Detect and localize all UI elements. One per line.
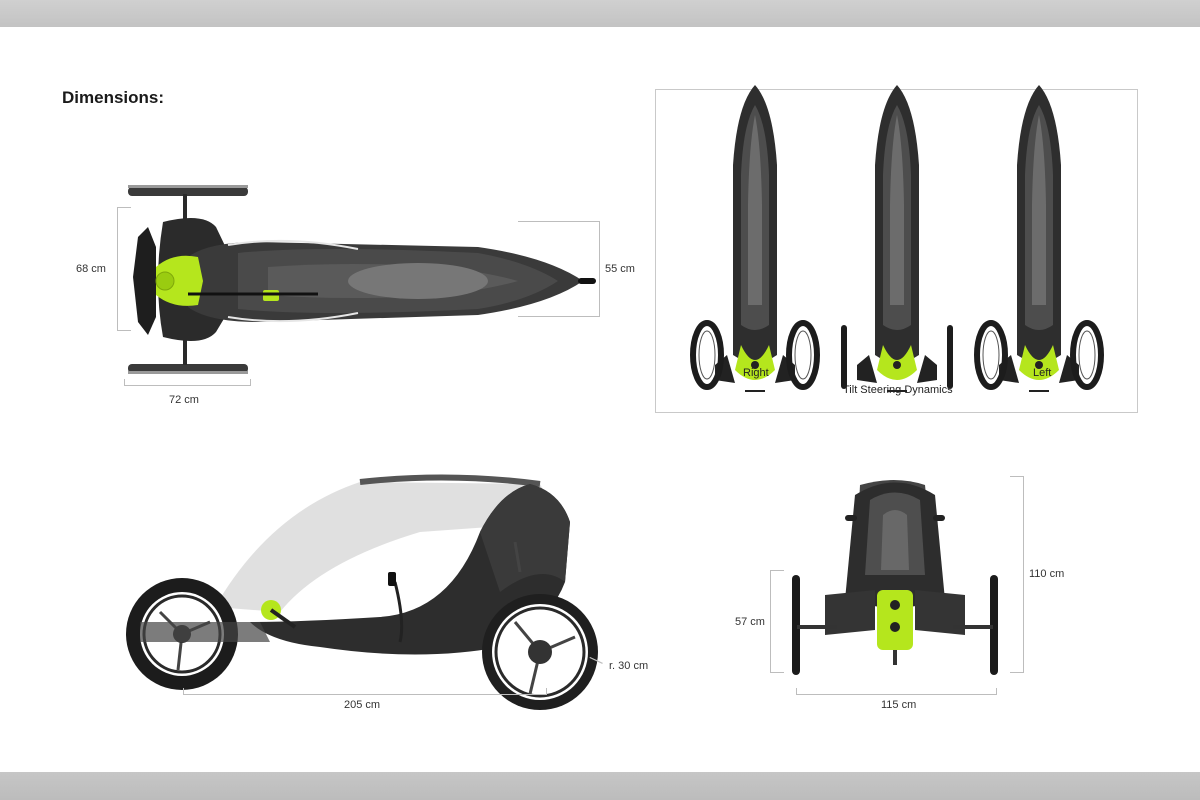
side-length-label: 205 cm (344, 699, 381, 711)
side-length-dim-line (183, 694, 547, 695)
front-right-wheel (990, 575, 998, 675)
front-view-illustration (792, 480, 998, 675)
front-height-label: 110 cm (1029, 568, 1065, 580)
front-width-label: 115 cm (881, 699, 917, 711)
top-front-wheel-lower (128, 364, 248, 373)
top-frame-band (0, 0, 1200, 27)
tilt-right-label: Right (743, 367, 769, 379)
top-nose-dim-line (599, 221, 600, 316)
tilt-right-vehicle (690, 84, 820, 392)
top-width-dim-line (117, 207, 118, 330)
front-accent-panel (877, 590, 913, 650)
top-view-illustration (128, 185, 596, 374)
top-nose-label: 55 cm (605, 263, 635, 275)
page-title: Dimensions: (62, 88, 165, 107)
side-view-illustration (126, 474, 598, 710)
tilt-left-label: Left (1033, 367, 1052, 379)
front-axle-height-label: 57 cm (735, 616, 765, 628)
wheel-radius-label: r. 30 cm (609, 660, 649, 672)
tilt-steering-panel: Right Left Tilt Steering Dynamics (655, 84, 1138, 413)
front-width-dim-line (796, 694, 997, 695)
top-front-wheel-upper (128, 187, 248, 196)
top-width-label: 68 cm (76, 263, 106, 275)
bottom-frame-band (0, 772, 1200, 800)
front-left-wheel (792, 575, 800, 675)
top-track-dim-line (124, 385, 251, 386)
dimension-sheet: Dimensions: 68 cm 55 cm 72 (0, 27, 1200, 772)
tilt-left-vehicle (974, 84, 1104, 392)
tilt-views-illustration (690, 84, 1104, 392)
front-axle-height-dim-line (770, 570, 771, 672)
tilt-center-vehicle (841, 84, 953, 392)
tilt-steering-caption: Tilt Steering Dynamics (843, 384, 953, 396)
front-height-dim-line (1023, 476, 1024, 672)
top-track-label: 72 cm (169, 394, 199, 406)
